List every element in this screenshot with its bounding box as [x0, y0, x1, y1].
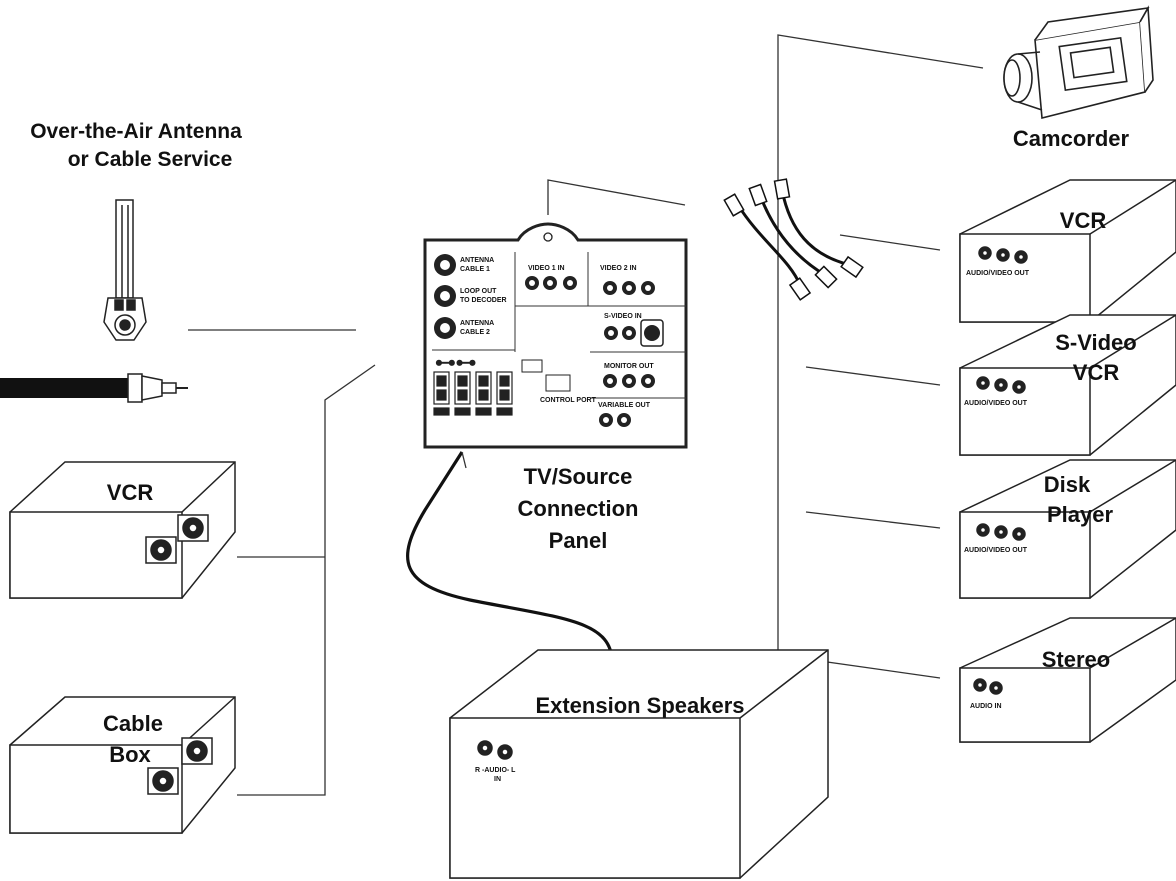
loop-out-jack-icon	[434, 285, 456, 307]
cable-box-label-line1: Cable	[103, 711, 163, 736]
rf-jack-icon	[181, 737, 213, 765]
variable-out-jacks-icon	[599, 413, 631, 427]
monitor-out-jacks-icon	[603, 374, 655, 388]
monitor-out-label: MONITOR OUT	[604, 363, 654, 370]
antenna-1-jack-icon	[434, 254, 456, 276]
svideo-label: S-VIDEO IN	[604, 313, 642, 320]
svideo-vcr-jack-label: AUDIO/VIDEO OUT	[964, 400, 1028, 407]
loop-label-line2: TO DECODER	[460, 297, 507, 304]
left-vcr-label: VCR	[107, 480, 154, 505]
disk-player-box	[959, 459, 1176, 599]
audio-in-jacks-icon	[973, 678, 1003, 695]
audio-in-jacks-icon	[477, 740, 513, 760]
rf-jack-icon	[147, 767, 179, 795]
video2-jacks-icon	[603, 281, 655, 295]
cable-box-label-line2: Box	[109, 742, 151, 767]
source-title-line2: or Cable Service	[68, 148, 233, 171]
speakers-jack-label-line1: R -AUDIO- L	[475, 767, 516, 774]
stereo-box	[959, 617, 1176, 743]
panel-caption-line1: TV/Source	[524, 464, 633, 489]
panel-caption-line2: Connection	[518, 496, 639, 521]
av-out-jacks-icon	[976, 376, 1026, 394]
speakers-title: Extension Speakers	[535, 693, 744, 718]
antenna-source: Over-the-Air Antenna or Cable Service	[30, 120, 242, 171]
rf-jack-icon	[145, 536, 177, 564]
right-vcr-jack-label: AUDIO/VIDEO OUT	[966, 270, 1030, 277]
svideo-vcr-box	[959, 314, 1176, 456]
loop-label-line1: LOOP OUT	[460, 288, 497, 295]
variable-out-label: VARIABLE OUT	[598, 402, 651, 409]
camcorder-label: Camcorder	[1013, 126, 1130, 151]
extension-speakers-box	[449, 649, 829, 879]
right-vcr-label: VCR	[1060, 208, 1107, 233]
cable-box	[9, 696, 236, 834]
av-out-jacks-icon	[976, 523, 1026, 541]
svg-text:⊕—⊖ ⊖—⊕: ⊕—⊖ ⊖—⊕	[436, 360, 476, 367]
rca-cable-icon	[723, 178, 864, 301]
svideo-jacks-icon	[604, 319, 664, 347]
video2-label: VIDEO 2 IN	[600, 265, 637, 272]
speakers-jack-label-line2: IN	[494, 776, 501, 783]
camcorder-icon	[1003, 5, 1154, 120]
panel-caption-line3: Panel	[549, 528, 608, 553]
av-out-jacks-icon	[978, 246, 1028, 264]
source-title-line1: Over-the-Air Antenna	[30, 120, 242, 143]
speaker-terminals-icon: ⊕—⊖ ⊖—⊕	[433, 359, 513, 416]
video1-jacks-icon	[525, 276, 577, 290]
twin-lead-adapter-icon	[103, 199, 147, 341]
video1-label: VIDEO 1 IN	[528, 265, 565, 272]
connection-panel: ANTENNA CABLE 1 LOOP OUT TO DECODER ANTE…	[423, 222, 688, 449]
left-vcr-box	[9, 461, 236, 599]
svideo-vcr-label-line2: VCR	[1073, 360, 1120, 385]
disk-player-label-line1: Disk	[1044, 472, 1091, 497]
control-port-label: CONTROL PORT	[540, 397, 597, 404]
antenna2-label-line1: ANTENNA	[460, 320, 494, 327]
antenna-2-jack-icon	[434, 317, 456, 339]
stereo-label: Stereo	[1042, 647, 1110, 672]
stereo-jack-label: AUDIO IN	[970, 703, 1002, 710]
right-vcr-box	[959, 179, 1176, 323]
antenna2-label-line2: CABLE 2	[460, 329, 490, 336]
disk-player-label-line2: Player	[1047, 502, 1113, 527]
rf-jack-icon	[177, 514, 209, 542]
svideo-vcr-label-line1: S-Video	[1055, 330, 1137, 355]
disk-player-jack-label: AUDIO/VIDEO OUT	[964, 547, 1028, 554]
coax-cable-icon	[0, 373, 188, 403]
connector-lines	[188, 34, 984, 796]
antenna1-label-line1: ANTENNA	[460, 257, 494, 264]
antenna1-label-line2: CABLE 1	[460, 266, 490, 273]
